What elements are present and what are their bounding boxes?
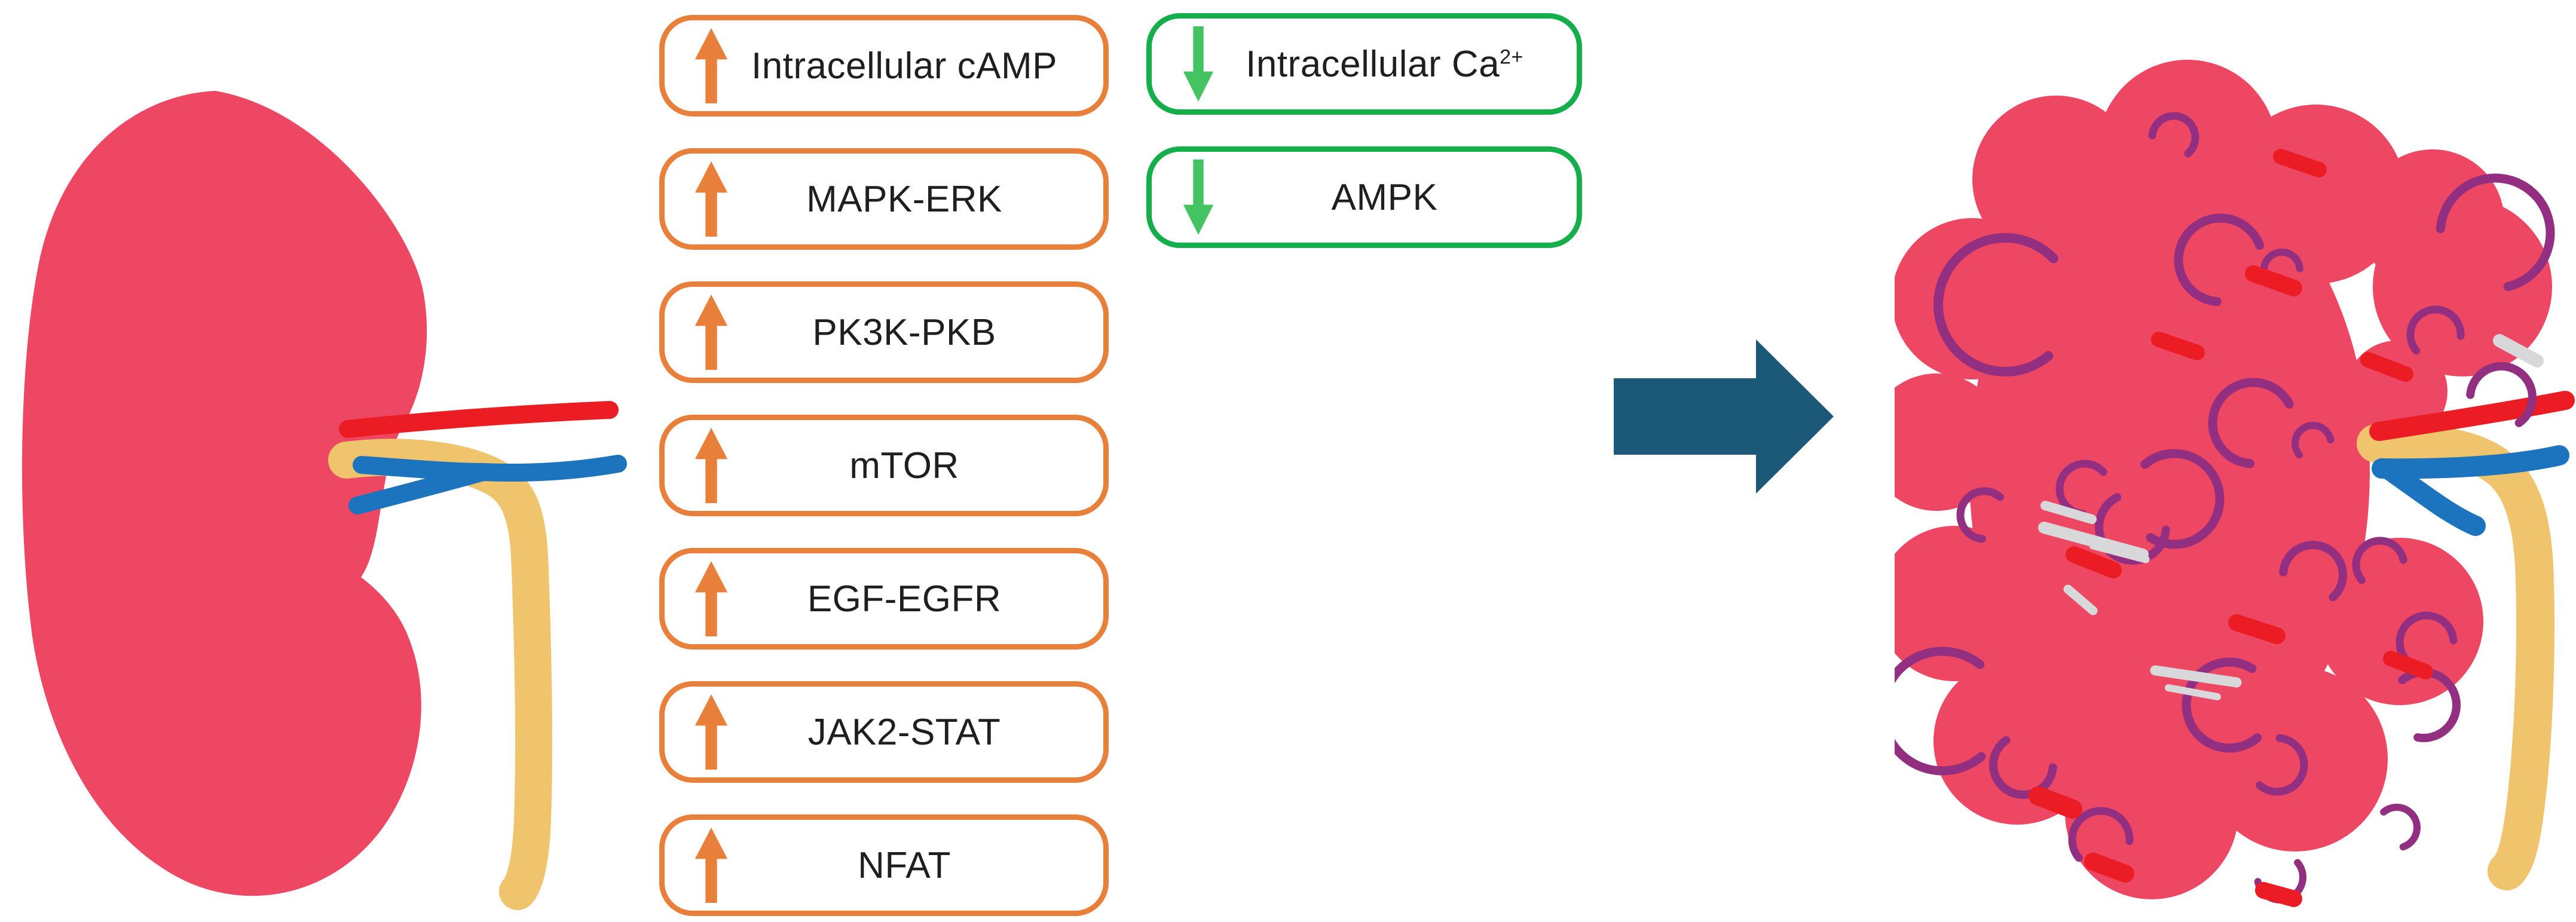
kidney-body	[22, 91, 427, 896]
renal-vein	[2372, 445, 2569, 479]
pathway-box-jak2-stat: JAK2-STAT	[659, 681, 1109, 783]
ureter	[2357, 424, 2554, 890]
up-arrow-icon	[695, 561, 728, 636]
renal-artery	[339, 401, 619, 438]
pathway-label: MAPK-ERK	[806, 178, 1002, 220]
up-arrow-icon	[695, 828, 728, 903]
upregulated-pathways-column: Intracellular cAMP MAPK-ERK PK3K-PKB mTO…	[659, 15, 1109, 922]
pathway-label: JAK2-STAT	[807, 711, 1001, 753]
up-arrow-icon	[695, 694, 728, 770]
cyst-highlight-marks	[2038, 334, 2544, 700]
pathway-box-mapk-erk: MAPK-ERK	[659, 148, 1109, 250]
downregulated-pathways-column: Intracellular Ca2+ AMPK	[1146, 13, 1582, 384]
renal-vein-branch	[2381, 461, 2486, 536]
transition-arrow-icon	[1614, 339, 1834, 494]
pathway-label: mTOR	[849, 445, 959, 486]
down-arrow-icon	[1183, 26, 1214, 102]
pathway-box-ampk: AMPK	[1146, 146, 1582, 248]
cyst-red-marks	[2029, 149, 2433, 907]
pathway-label: Intracellular cAMP	[751, 45, 1058, 87]
up-arrow-icon	[695, 28, 728, 103]
polycystic-kidney-illustration	[1895, 60, 2575, 907]
pathway-label-text: Intracellular Ca	[1246, 43, 1500, 85]
pathway-label-superscript: 2+	[1500, 45, 1523, 68]
pathway-box-mtor: mTOR	[659, 415, 1109, 516]
pathway-label: NFAT	[858, 844, 951, 886]
pathway-box-intracellular-ca: Intracellular Ca2+	[1146, 13, 1582, 115]
down-arrow-icon	[1183, 160, 1214, 235]
pathway-box-egf-egfr: EGF-EGFR	[659, 548, 1109, 650]
pathway-label: AMPK	[1331, 176, 1438, 218]
renal-vein-branch	[348, 463, 492, 514]
up-arrow-icon	[695, 295, 728, 370]
renal-artery	[2369, 391, 2575, 441]
pathway-label: EGF-EGFR	[807, 578, 1002, 620]
up-arrow-icon	[695, 161, 728, 237]
pathway-label: Intracellular Ca2+	[1216, 43, 1553, 85]
up-arrow-icon	[695, 428, 728, 503]
pathway-box-intracellular-camp: Intracellular cAMP	[659, 15, 1109, 117]
pathway-box-pk3k-pkb: PK3K-PKB	[659, 281, 1109, 383]
cyst-arc-marks	[1895, 112, 2555, 903]
pathway-box-nfat: NFAT	[659, 814, 1109, 916]
healthy-kidney-illustration	[22, 91, 627, 910]
pathway-label: PK3K-PKB	[812, 311, 996, 353]
